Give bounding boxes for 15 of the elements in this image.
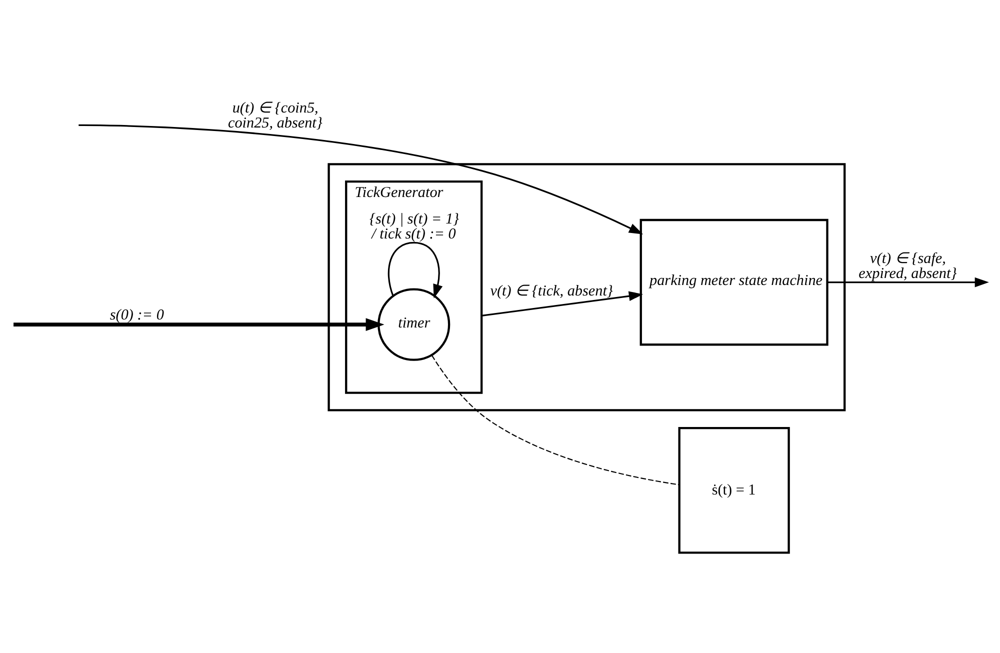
connector — [431, 354, 680, 485]
node-circle: timer — [378, 288, 450, 360]
arrow — [388, 241, 443, 298]
arrow — [481, 290, 644, 316]
arrow — [78, 124, 644, 234]
arrow — [14, 318, 384, 331]
arrow — [827, 276, 989, 287]
edge-label: u(t) ∈ {coin5, coin25, absent} — [228, 98, 322, 132]
node-box: parking meter state machine — [640, 218, 828, 346]
cluster — [328, 162, 846, 411]
node-box: ṡ(t) = 1 — [678, 426, 790, 554]
edge-label: v(t) ∈ {tick, absent} — [490, 282, 614, 300]
edge-label: {s(t) | s(t) = 1} / tick s(t) := 0 — [369, 210, 460, 242]
edge-label: s(0) := 0 — [110, 306, 164, 323]
edge-label: v(t) ∈ {safe, expired, absent} — [858, 250, 957, 282]
